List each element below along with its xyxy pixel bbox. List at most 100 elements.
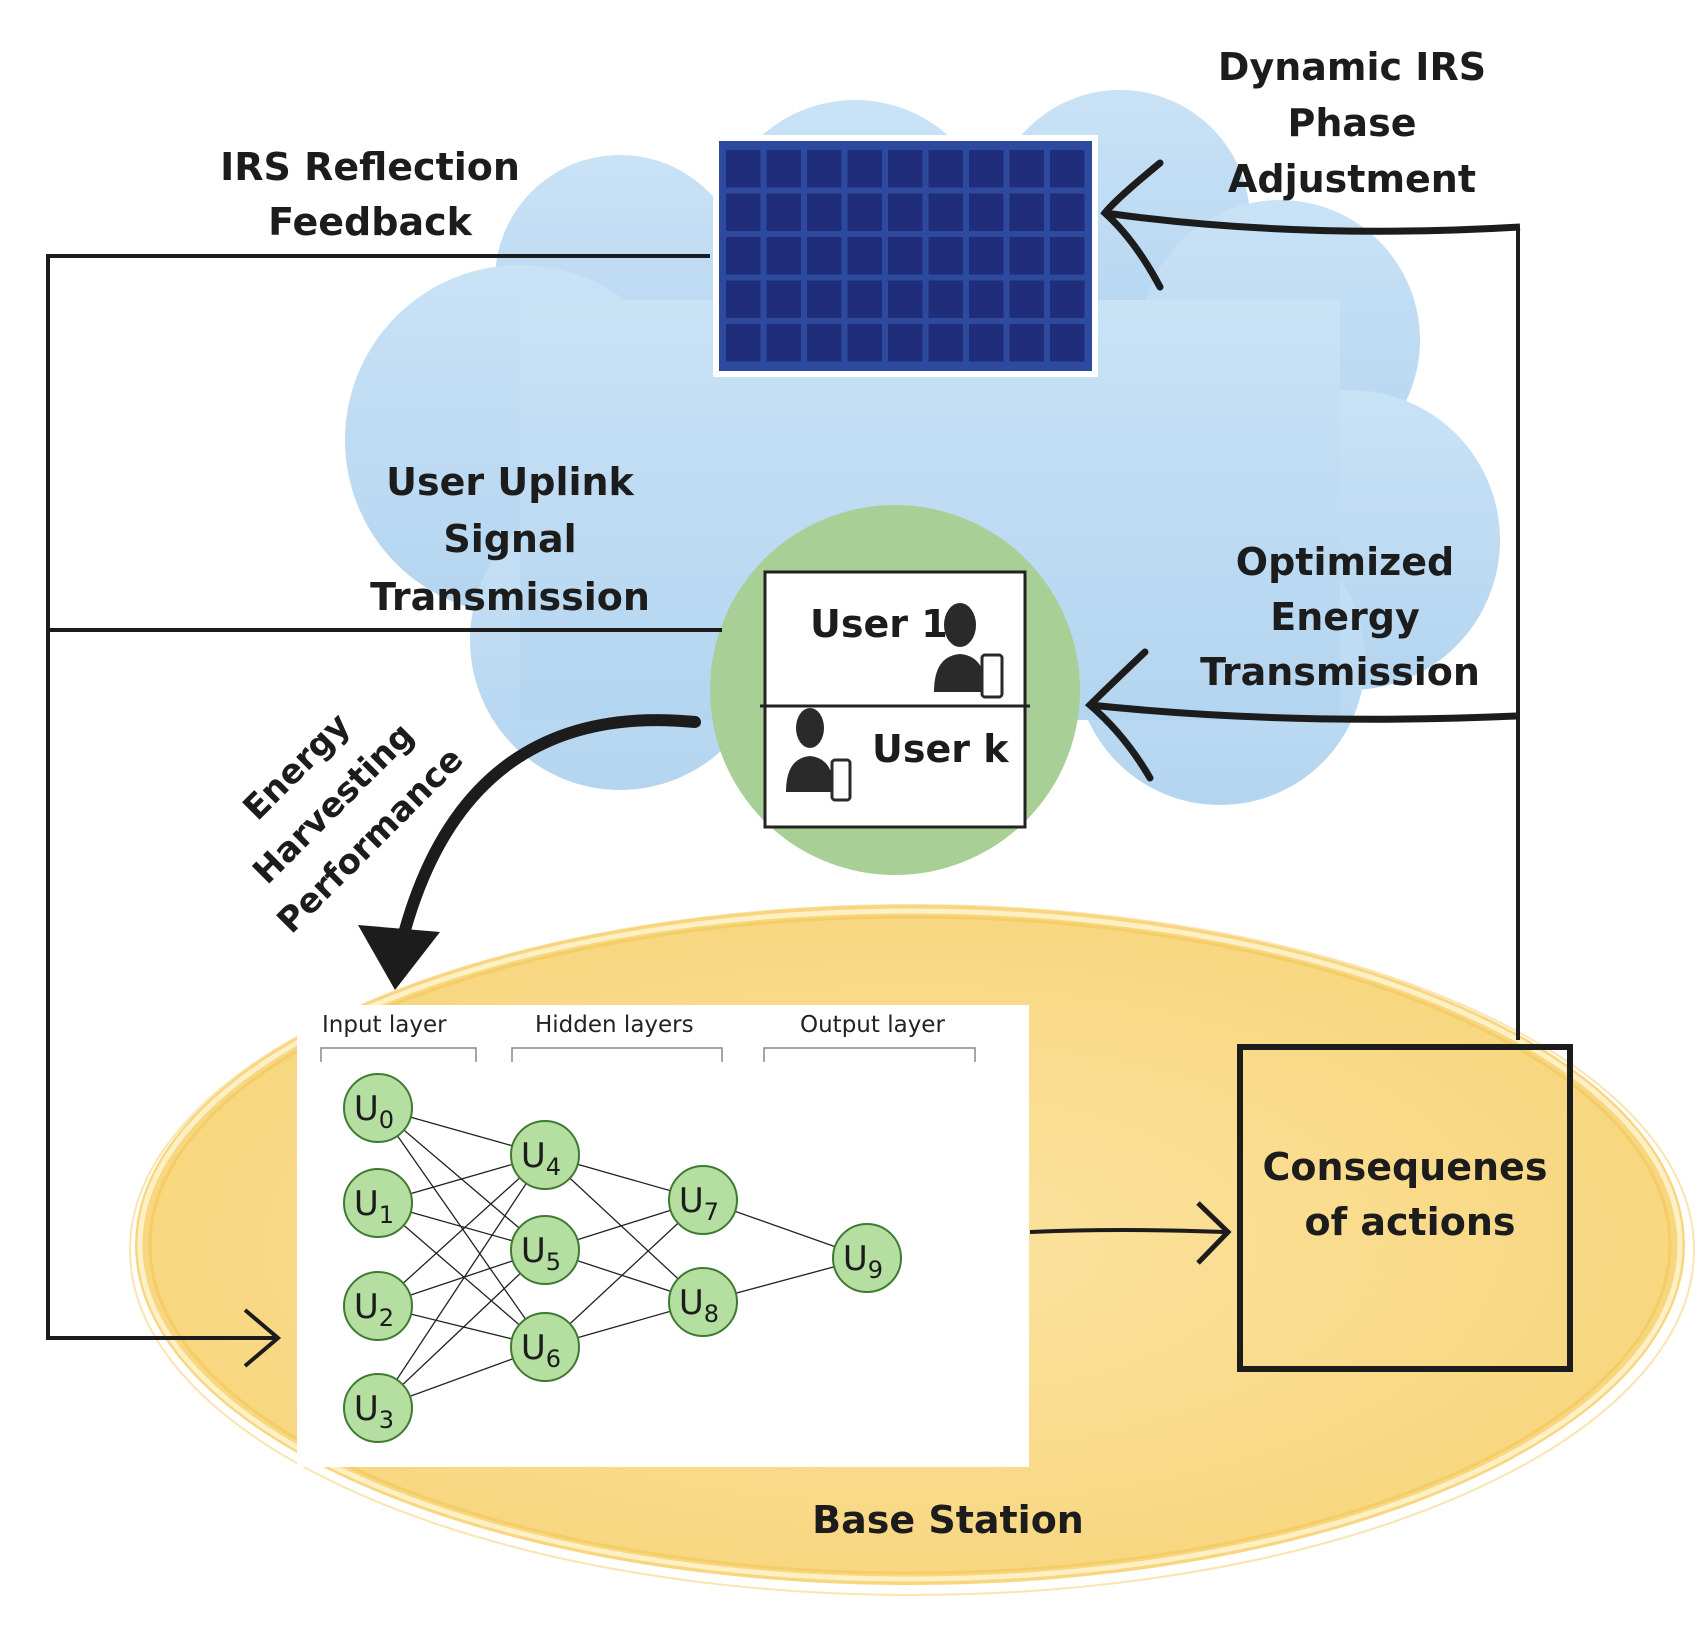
node-label: U0 bbox=[354, 1089, 394, 1134]
network-edge bbox=[377, 1107, 546, 1348]
irs-cell bbox=[1009, 324, 1044, 362]
irs-cell bbox=[928, 150, 963, 188]
output-layer-bracket bbox=[763, 1047, 976, 1062]
irs-cell bbox=[847, 280, 882, 318]
irs-cell bbox=[807, 150, 842, 188]
node-u4: U4 bbox=[510, 1120, 580, 1190]
consequences-line-2: of actions bbox=[1304, 1200, 1515, 1244]
irs-cell bbox=[807, 324, 842, 362]
energy-harvesting-arrowhead bbox=[358, 925, 440, 990]
network-edge bbox=[544, 1199, 704, 1348]
neural-network-panel: Input layer Hidden layers Output layer U… bbox=[297, 1005, 1029, 1467]
svg-text:Energy: Energy bbox=[1270, 595, 1420, 639]
irs-cell bbox=[888, 324, 923, 362]
input-layer-header: Input layer bbox=[322, 1012, 447, 1038]
nn-output-arrowhead bbox=[1196, 1201, 1232, 1265]
nn-input-arrowhead bbox=[243, 1308, 282, 1368]
user-1-person-icon bbox=[934, 603, 1004, 699]
irs-feedback-line bbox=[46, 254, 710, 1340]
energy-transmission-arrow bbox=[1089, 701, 1517, 723]
node-u8: U8 bbox=[668, 1267, 738, 1337]
feedback-lines bbox=[46, 227, 1520, 1340]
node-label: U3 bbox=[354, 1389, 394, 1434]
user-group bbox=[710, 505, 1080, 875]
node-u3: U3 bbox=[343, 1373, 413, 1443]
irs-cell bbox=[969, 280, 1004, 318]
irs-cell bbox=[928, 237, 963, 275]
irs-cell bbox=[1050, 150, 1085, 188]
node-label: U5 bbox=[521, 1231, 561, 1276]
base-station-label: Base Station bbox=[812, 1498, 1084, 1542]
network-edge bbox=[544, 1154, 704, 1303]
irs-cell bbox=[847, 324, 882, 362]
user-1-label: User 1 bbox=[810, 602, 948, 646]
node-u9: U9 bbox=[832, 1223, 902, 1293]
irs-cell bbox=[1009, 237, 1044, 275]
network-edge bbox=[377, 1249, 546, 1409]
node-label: U7 bbox=[679, 1181, 719, 1226]
irs-panel bbox=[713, 135, 1098, 377]
irs-cell bbox=[807, 237, 842, 275]
uplink-label: User Uplink Signal Transmission bbox=[370, 460, 650, 619]
irs-cell bbox=[928, 280, 963, 318]
node-u1: U1 bbox=[343, 1168, 413, 1238]
network-edge bbox=[377, 1154, 546, 1409]
energy-harvesting-label: Energy Harvesting Performance bbox=[235, 705, 471, 941]
irs-cell bbox=[726, 237, 761, 275]
consequences-line-1: Consequenes bbox=[1263, 1145, 1548, 1189]
irs-cell bbox=[807, 280, 842, 318]
irs-cell bbox=[969, 150, 1004, 188]
node-label: U9 bbox=[843, 1239, 883, 1284]
node-u2: U2 bbox=[343, 1271, 413, 1341]
node-label: U4 bbox=[521, 1136, 561, 1181]
irs-adjustment-arrowhead bbox=[1100, 159, 1164, 291]
svg-text:Transmission: Transmission bbox=[370, 575, 650, 619]
irs-cell bbox=[1050, 237, 1085, 275]
network-edge bbox=[377, 1154, 546, 1307]
irs-cell bbox=[969, 324, 1004, 362]
irs-cell bbox=[888, 150, 923, 188]
svg-text:Feedback: Feedback bbox=[268, 200, 473, 244]
irs-cell bbox=[1009, 193, 1044, 231]
irs-adjustment-arrow bbox=[1104, 209, 1521, 235]
dynamic-irs-label: Dynamic IRS Phase Adjustment bbox=[1218, 45, 1486, 201]
irs-cell bbox=[1009, 150, 1044, 188]
irs-cell bbox=[726, 280, 761, 318]
svg-text:User Uplink: User Uplink bbox=[386, 460, 634, 504]
irs-cell bbox=[766, 193, 801, 231]
node-label: U1 bbox=[354, 1184, 394, 1229]
user-k-person-icon bbox=[786, 708, 852, 802]
irs-cell bbox=[847, 237, 882, 275]
consequences-box bbox=[1237, 1044, 1573, 1372]
irs-cell bbox=[847, 193, 882, 231]
irs-cell bbox=[969, 237, 1004, 275]
node-label: U2 bbox=[354, 1287, 394, 1332]
hidden-layers-header: Hidden layers bbox=[535, 1012, 694, 1038]
irs-cell bbox=[766, 150, 801, 188]
user-k-label: User k bbox=[872, 727, 1009, 771]
irs-cell bbox=[847, 150, 882, 188]
network-edge bbox=[377, 1202, 546, 1348]
optimized-energy-label: Optimized Energy Transmission bbox=[1200, 540, 1480, 694]
svg-text:Optimized: Optimized bbox=[1236, 540, 1454, 584]
irs-cell bbox=[969, 193, 1004, 231]
nn-output-arrow bbox=[1029, 1228, 1226, 1234]
irs-feedback-label: IRS Reflection Feedback bbox=[220, 145, 520, 244]
irs-cell bbox=[766, 280, 801, 318]
node-u7: U7 bbox=[668, 1165, 738, 1235]
energy-transmission-arrowhead bbox=[1084, 648, 1154, 782]
irs-cell bbox=[1009, 280, 1044, 318]
hidden-layers-bracket bbox=[511, 1047, 723, 1062]
irs-cell bbox=[1050, 280, 1085, 318]
irs-cell bbox=[888, 280, 923, 318]
irs-cell bbox=[1050, 324, 1085, 362]
svg-text:Adjustment: Adjustment bbox=[1228, 157, 1476, 201]
svg-text:IRS Reflection: IRS Reflection bbox=[220, 145, 520, 189]
node-label: U8 bbox=[679, 1283, 719, 1328]
svg-text:Signal: Signal bbox=[443, 517, 576, 561]
irs-cell bbox=[766, 237, 801, 275]
irs-cell bbox=[726, 324, 761, 362]
node-u6: U6 bbox=[510, 1312, 580, 1382]
